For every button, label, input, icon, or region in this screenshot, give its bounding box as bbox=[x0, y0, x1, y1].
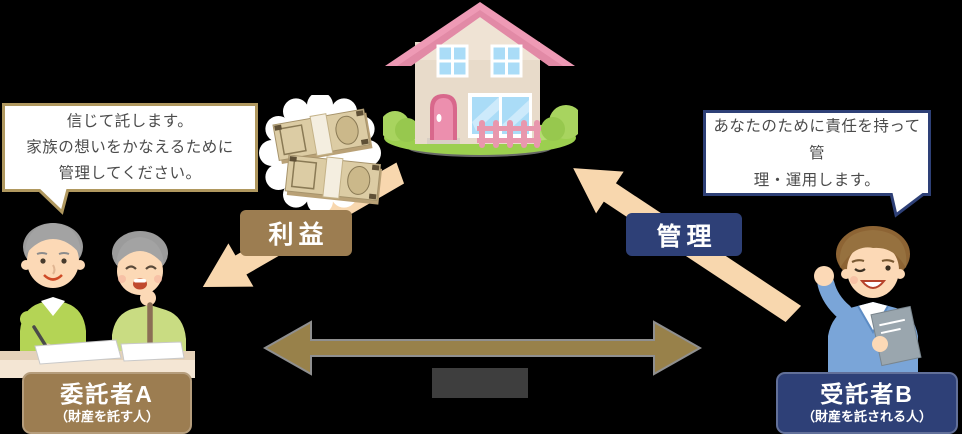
trustee-bubble-tail bbox=[889, 193, 926, 218]
management-label-text: 管理 bbox=[656, 222, 717, 251]
trustor-label: 委託者A （財産を託す人） bbox=[22, 372, 192, 434]
trustor-subtitle: （財産を託す人） bbox=[54, 409, 159, 424]
trustor-bubble-tail bbox=[36, 189, 70, 215]
trustor-bubble-line3: 管理してください。 bbox=[58, 164, 202, 182]
trustee-bubble-line1: あなたのために責任を持って管 bbox=[713, 117, 921, 162]
exchange-arrow-icon bbox=[262, 320, 703, 376]
center-dark-box bbox=[432, 368, 528, 398]
profit-label-text: 利益 bbox=[268, 221, 329, 249]
trustee-bubble-line2: 理・運用します。 bbox=[753, 171, 881, 189]
trustee-subtitle: （財産を託される人） bbox=[801, 409, 932, 424]
trustee-label: 受託者B （財産を託される人） bbox=[776, 372, 958, 434]
trustor-couple-illustration bbox=[0, 223, 195, 378]
house-icon bbox=[383, 2, 578, 157]
trustor-title: 委託者A bbox=[60, 381, 154, 407]
trustor-bubble-line2: 家族の想いをかなえるために bbox=[26, 138, 234, 156]
trustee-title: 受託者B bbox=[820, 381, 914, 407]
profit-label: 利益 bbox=[240, 210, 352, 256]
trustee-illustration bbox=[814, 226, 922, 378]
management-label: 管理 bbox=[626, 213, 742, 256]
money-icon bbox=[259, 95, 383, 214]
trustor-bubble-line1: 信じて託します。 bbox=[66, 112, 194, 130]
trustee-speech-bubble: あなたのために責任を持って管 理・運用します。 bbox=[703, 110, 931, 196]
trustor-speech-bubble: 信じて託します。 家族の想いをかなえるために 管理してください。 bbox=[2, 103, 258, 192]
